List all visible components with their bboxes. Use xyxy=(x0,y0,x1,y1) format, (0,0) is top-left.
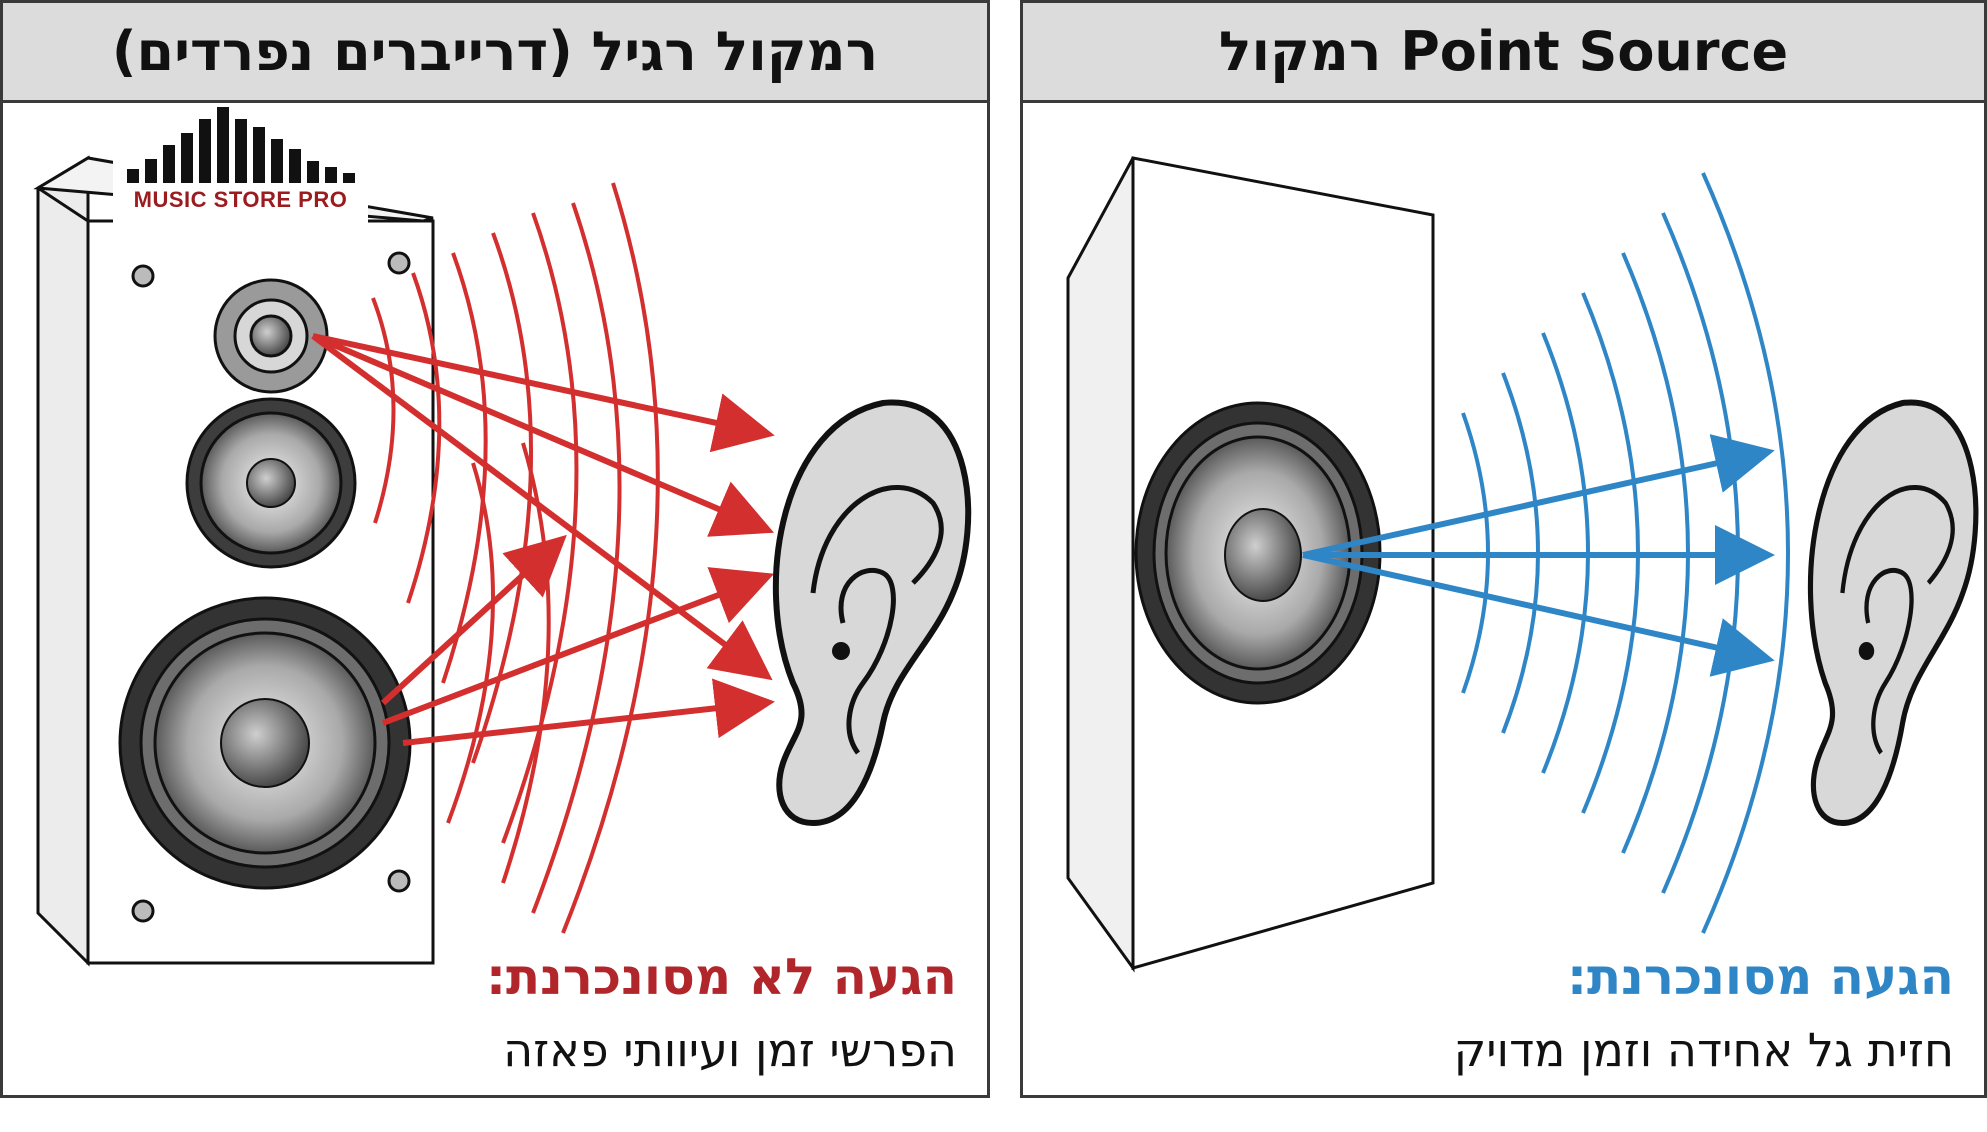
midrange-driver-icon xyxy=(185,397,357,569)
tweeter-icon xyxy=(213,278,329,394)
right-caption-text: חזית גל אחידה וזמן מדויק xyxy=(1453,1023,1954,1077)
synchronized-arrows xyxy=(1302,434,1775,677)
coaxial-driver-icon xyxy=(1134,401,1382,705)
right-panel-header: Point Source רמקול xyxy=(1023,3,1984,103)
right-panel-title: Point Source רמקול xyxy=(1218,20,1789,83)
left-caption-text: הפרשי זמן ועיוותי פאזה xyxy=(503,1023,957,1077)
ear-icon xyxy=(772,399,972,827)
ear-icon xyxy=(1807,399,1979,827)
unsynchronized-arrows xyxy=(311,333,775,746)
conventional-speaker-illustration xyxy=(33,155,972,967)
left-panel-header: רמקול רגיל (דרייברים נפרדים) xyxy=(3,3,987,103)
point-source-speaker-panel: Point Source רמקול xyxy=(1020,0,1987,1098)
logo-text: MUSIC STORE PRO xyxy=(133,187,348,212)
woofer-icon xyxy=(118,596,412,890)
music-store-pro-logo: MUSIC STORE PRO xyxy=(113,103,368,223)
right-caption-heading: הגעה מסונכרנת: xyxy=(1567,948,1954,1006)
left-panel-title: רמקול רגיל (דרייברים נפרדים) xyxy=(111,20,879,83)
point-source-speaker-illustration xyxy=(1066,156,1979,973)
conventional-speaker-panel: רמקול רגיל (דרייברים נפרדים) xyxy=(0,0,990,1098)
left-caption-heading: הגעה לא מסונכרנת: xyxy=(485,948,957,1006)
equalizer-bars-icon xyxy=(127,107,355,183)
